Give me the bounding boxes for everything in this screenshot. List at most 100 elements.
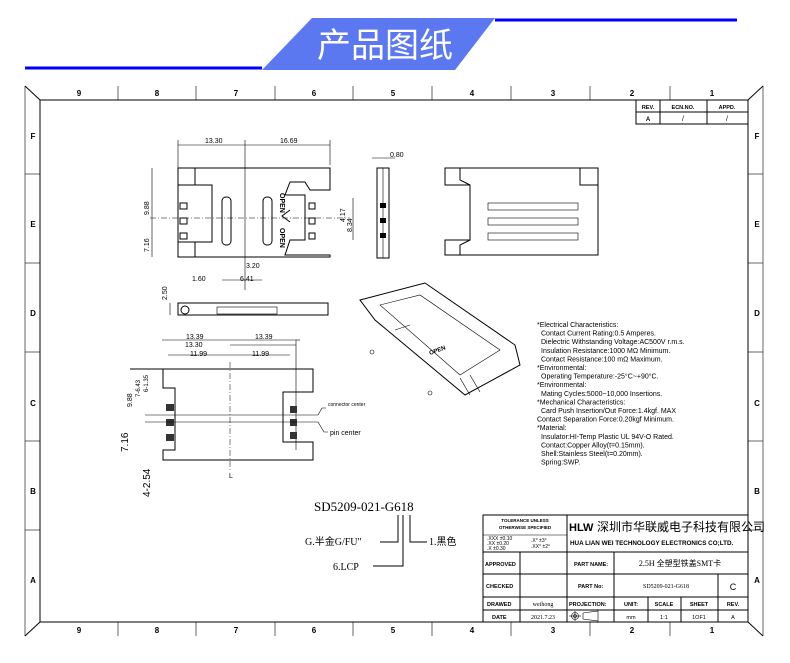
header-banner: 产品图纸 (25, 18, 737, 70)
part-name-label: PART NAME: (574, 562, 608, 568)
tolerance-value: .X° ±3° (531, 538, 547, 544)
dim-0-80: 0.80 (390, 152, 404, 159)
spec-line: *Mechanical Characteristics: (537, 399, 625, 406)
iso-open-label: OPEN (429, 345, 447, 356)
col-label: 7 (234, 626, 239, 635)
part-no-label: PART No: (578, 584, 603, 590)
page-title: 产品图纸 (317, 26, 453, 66)
spec-line: *Electrical Characteristics: (537, 322, 618, 329)
open-label-top: OPEN (278, 193, 285, 213)
col-label: 8 (155, 626, 160, 635)
open-label-bottom: OPEN (278, 228, 285, 248)
spec-line: Insulator:HI-Temp Plastic UL 94V-O Rated… (541, 434, 674, 441)
dim-2-50: 2.50 (162, 286, 169, 300)
pin-center-label: pin center (330, 430, 361, 437)
col-label: 4 (470, 626, 475, 635)
rev-header: REV. (642, 105, 655, 111)
dim-13-30: 13.30 (185, 342, 203, 349)
col-label: 2 (630, 89, 635, 98)
row-label: F (31, 132, 36, 141)
dim-7-16: 7.16 (144, 238, 151, 252)
row-label: C (754, 399, 760, 408)
col-label: 2 (630, 626, 635, 635)
isometric-view: OPEN (359, 282, 521, 396)
col-label: 5 (391, 626, 396, 635)
tolerance-title: TOLERANCE UNLESS (501, 518, 548, 523)
dim-11-99-left: 11.99 (190, 351, 207, 358)
dim-6-41: 6.41 (240, 276, 254, 283)
row-label: C (30, 399, 36, 408)
row-label: D (30, 309, 36, 318)
company-name-cn: 深圳市华联威电子科技有限公司 (597, 519, 765, 534)
col-label: 3 (551, 89, 556, 98)
part-code: SD5209-021-G618 (314, 499, 414, 514)
spec-line: Mating Cycles:5000~10,000 Insertions. (541, 391, 662, 398)
dim-7-6-43: 7-6.43 (136, 379, 142, 397)
spec-line: Insulation Resistance:1000 MΩ Minimum. (541, 348, 670, 355)
title-block: TOLERANCE UNLESS OTHERWISE SPECIFIED .XX… (482, 514, 765, 623)
spec-line: *Material: (537, 425, 567, 432)
date-label: DATE (492, 615, 507, 621)
row-label: B (754, 487, 760, 496)
spec-line: Dielectric Withstanding Voltage:AC500V r… (541, 339, 685, 346)
col-label: 6 (312, 89, 317, 98)
projection-symbol-icon (569, 610, 599, 622)
specifications: *Electrical Characteristics: Contact Curr… (537, 322, 685, 467)
header-parallelogram (262, 18, 495, 70)
company-logo: HLW (569, 522, 594, 534)
row-label: A (754, 576, 760, 585)
tolerance-value: .XXX ±0.10 (487, 536, 512, 542)
dim-4-2-54: 4-2.54 (142, 468, 153, 497)
spec-line: Shell:Stainless Steel(t=0.20mm). (541, 451, 643, 458)
checked-label: CHECKED (486, 584, 513, 590)
column-labels-top: 9 8 7 6 5 4 3 2 1 (77, 89, 715, 98)
company-name-en: HUA LIAN WEI TECHNOLOGY ELECTRONICS CO;L… (570, 540, 733, 547)
row-label: A (30, 576, 36, 585)
part-no-value: SD5209-021-G618 (643, 584, 689, 590)
appd-header: APPD. (719, 105, 736, 111)
drawed-value: weihong (533, 602, 554, 608)
dim-6-1-35: 6-1.35 (144, 374, 150, 392)
spec-line: Contact Current Rating:0.5 Amperes. (541, 331, 656, 338)
dim-7-16-pcb: 7.16 (120, 432, 131, 452)
tolerance-title: OTHERWISE SPECIFIED (499, 525, 552, 530)
sheet-value: 1OF1 (692, 615, 706, 621)
column-labels-bottom: 9 8 7 6 5 4 3 2 1 (77, 626, 715, 635)
connector-center-label: connector center (328, 402, 366, 408)
dim-11-99-right: 11.99 (252, 351, 269, 358)
tolerance-value: .X ±0.30 (487, 546, 506, 552)
front-view: 2.50 (162, 286, 329, 316)
dim-13-30: 13.30 (205, 138, 223, 145)
projection-label: PROJECTION: (569, 602, 607, 608)
ecn-value: / (682, 116, 684, 123)
dim-13-39-right: 13.39 (255, 334, 273, 341)
spec-line: Contact:Copper Alloy(t=0.15mm). (541, 442, 645, 449)
col-label: 3 (551, 626, 556, 635)
row-label: E (30, 220, 36, 229)
row-label: E (754, 220, 760, 229)
col-label: 5 (391, 89, 396, 98)
sheet-label: SHEET (690, 602, 709, 608)
dim-16-69: 16.69 (280, 138, 298, 145)
side-view: 0.80 (372, 152, 404, 259)
appd-value: / (726, 116, 728, 123)
tolerance-value: .XX° ±2° (531, 544, 550, 550)
spec-line: Contact Resistance:100 mΩ Maximum. (541, 356, 663, 363)
col-label: 1 (710, 626, 715, 635)
tolerance-value: .XX ±0.20 (487, 541, 509, 547)
row-label: D (754, 309, 760, 318)
callout-1: 1.黑色 (429, 535, 457, 548)
drawing-frame (24, 85, 764, 637)
date-value: 2021.7.23 (531, 615, 555, 621)
rev-value: A (731, 615, 735, 621)
col-label: 8 (155, 89, 160, 98)
row-label: F (755, 132, 760, 141)
top-view: 13.30 16.69 OPEN OPEN 9.88 7.16 4.17 8.3… (144, 138, 354, 290)
bottom-view (444, 167, 599, 256)
spec-line: Spring:SWP. (541, 460, 580, 467)
spec-line: Card Push Insertion/Out Force:1.4kgf. MA… (541, 408, 676, 415)
scale-value: 1:1 (660, 615, 668, 621)
col-label: 7 (234, 89, 239, 98)
spec-line: Contact Separation Force:0.20kgf Minimum… (537, 417, 674, 424)
